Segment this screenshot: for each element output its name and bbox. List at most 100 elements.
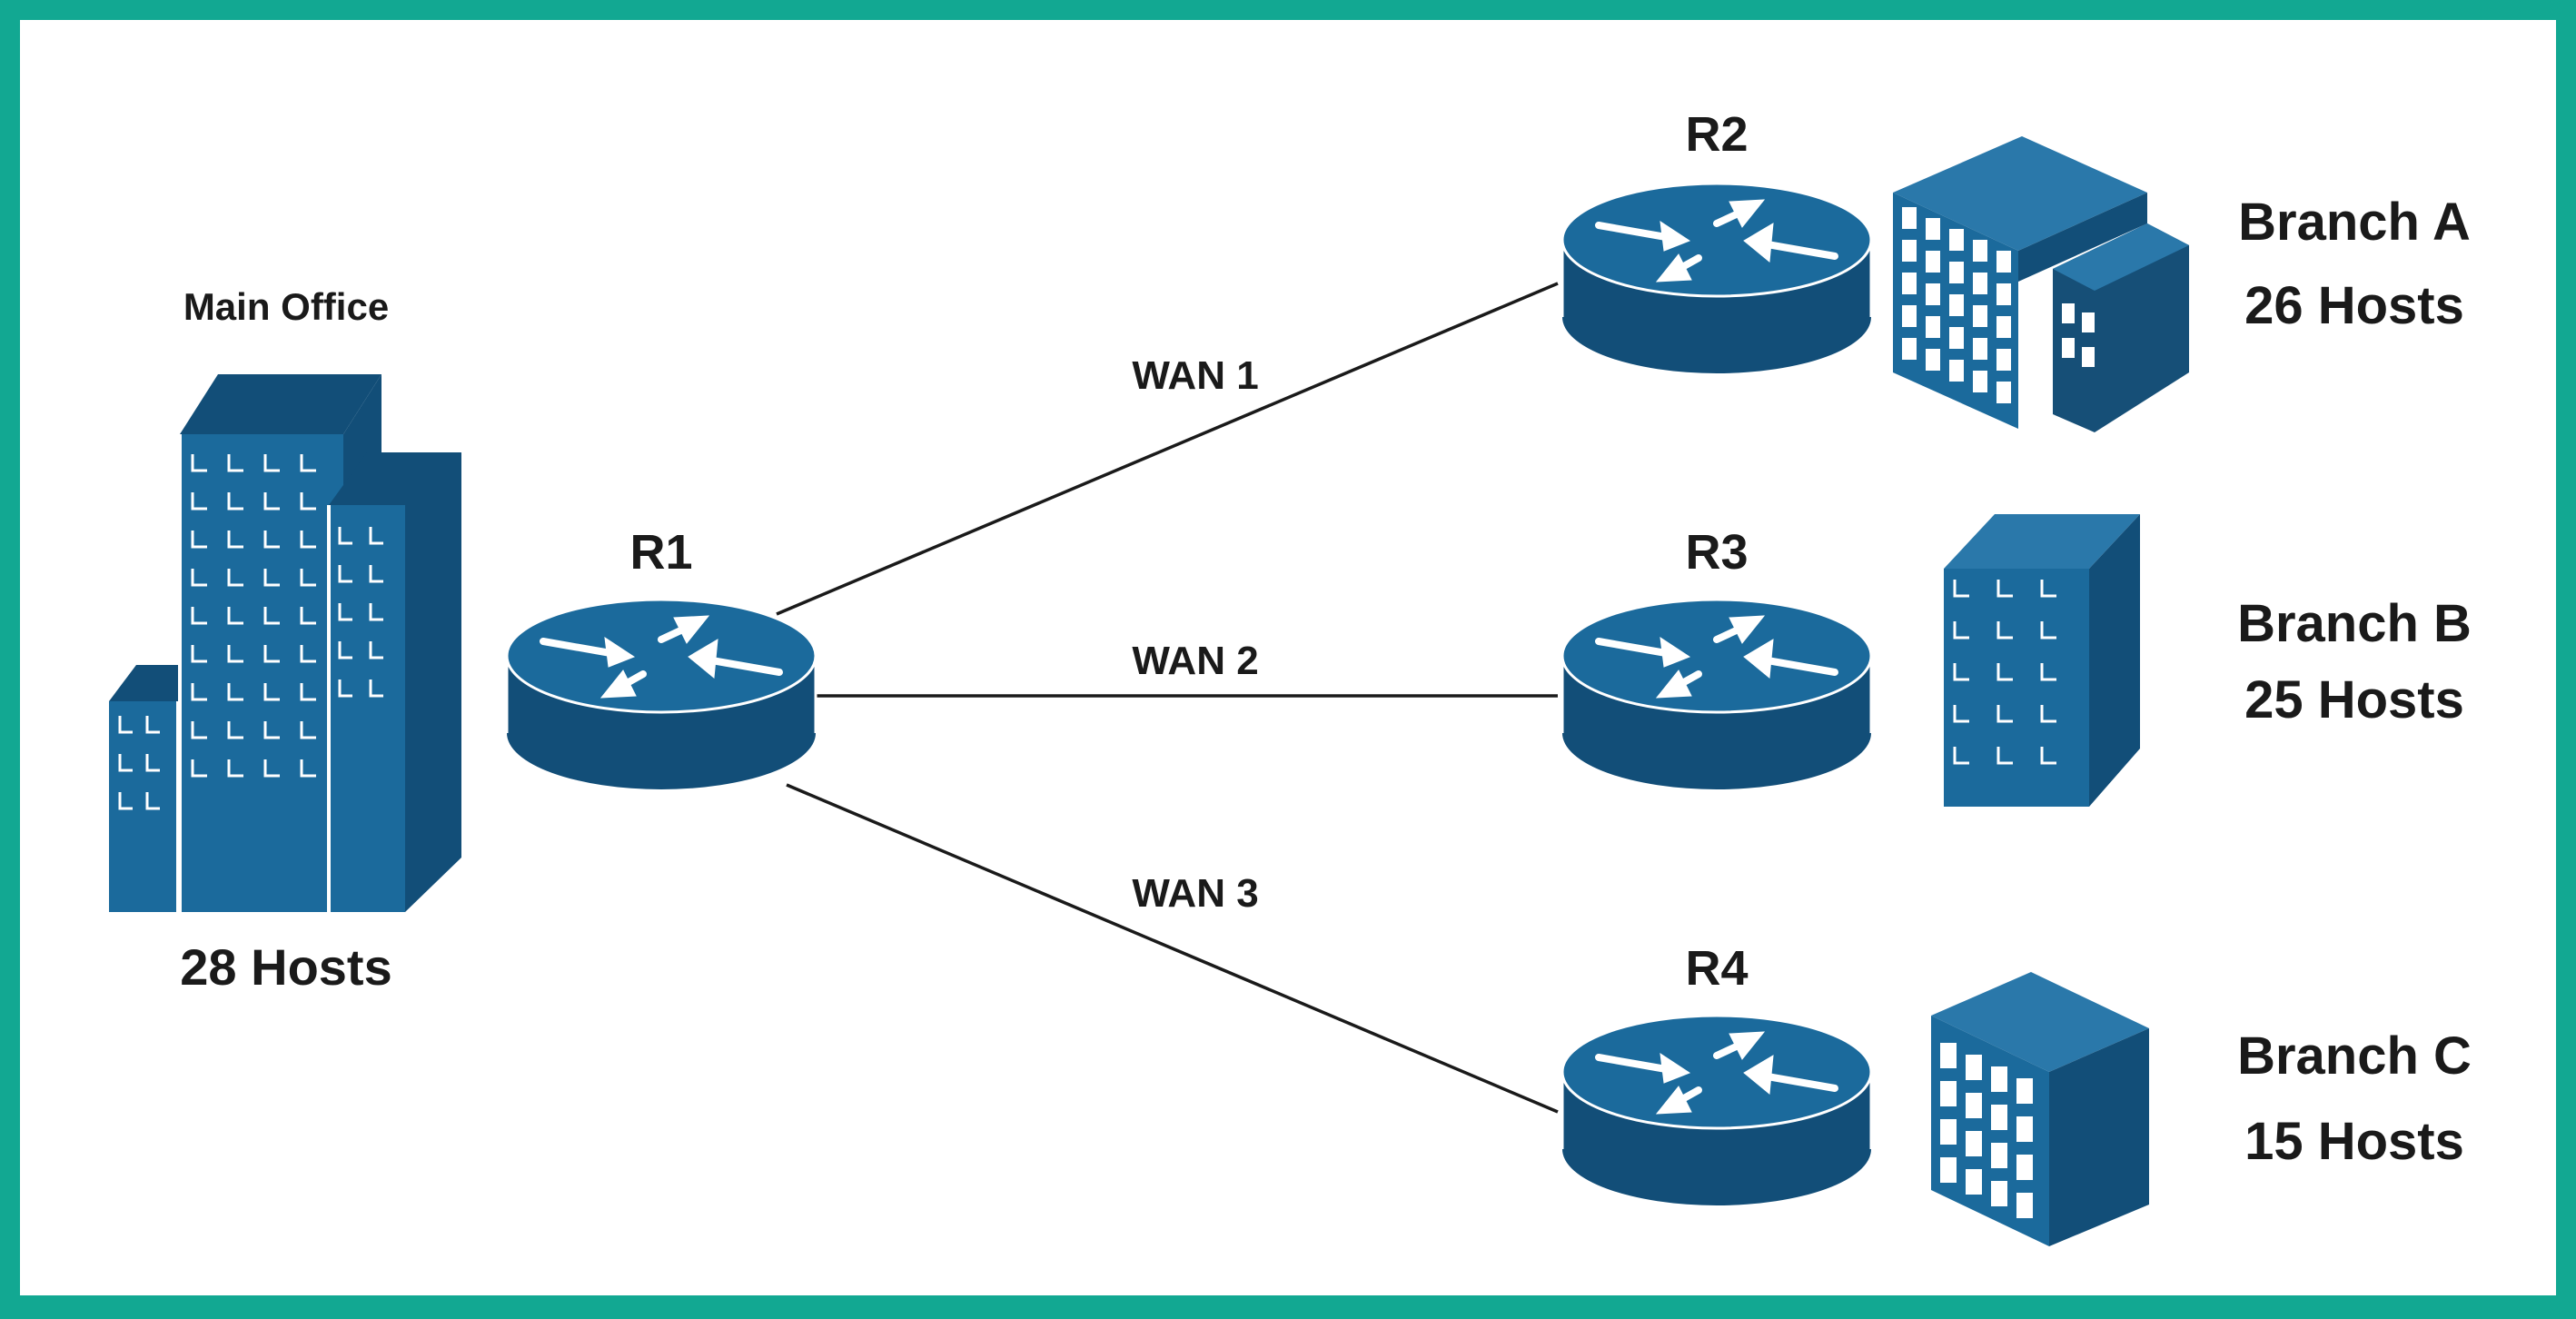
router-icon (1562, 183, 1871, 373)
window (369, 641, 383, 660)
window (2040, 621, 2056, 640)
router-label-r1: R1 (629, 525, 692, 580)
window (227, 721, 243, 739)
branch-a-hosts: 26 Hosts (2244, 276, 2464, 335)
router-r4[interactable] (1562, 1016, 1871, 1205)
link-wan-3 (786, 783, 1559, 1114)
window (1902, 273, 1917, 294)
window (1966, 1169, 1982, 1195)
router-icon (1562, 1016, 1871, 1205)
window (2040, 705, 2056, 723)
window (118, 716, 133, 734)
router-icon (1562, 600, 1871, 789)
window (1966, 1055, 1982, 1080)
window (1949, 229, 1964, 251)
window (1996, 621, 2013, 640)
window (1953, 580, 1969, 598)
window (1902, 207, 1917, 229)
window (191, 569, 207, 587)
window (263, 607, 280, 625)
window (1996, 705, 2013, 723)
window (227, 531, 243, 549)
window (1991, 1181, 2007, 1206)
window (300, 683, 316, 701)
window (191, 759, 207, 778)
window (1949, 327, 1964, 349)
window (1902, 305, 1917, 327)
window (191, 683, 207, 701)
branch-b-building-icon (1944, 514, 2140, 807)
window (227, 492, 243, 511)
window (263, 683, 280, 701)
window (1953, 621, 1969, 640)
window (2062, 338, 2075, 358)
wan-links (776, 282, 1559, 1114)
link-wan-1 (776, 282, 1559, 616)
window (1991, 1143, 2007, 1168)
window (2016, 1116, 2033, 1142)
window (1996, 663, 2013, 681)
window (1991, 1066, 2007, 1092)
window (338, 679, 352, 698)
link-label-wan-2: WAN 2 (1132, 639, 1258, 683)
window (2016, 1193, 2033, 1218)
window (1973, 240, 1987, 262)
window (227, 607, 243, 625)
window (227, 645, 243, 663)
window (369, 679, 383, 698)
main-office-title: Main Office (183, 285, 389, 328)
window (1996, 747, 2013, 765)
branch-b-name: Branch B (2237, 594, 2472, 653)
window (2082, 312, 2095, 332)
window (2082, 347, 2095, 367)
window (1902, 338, 1917, 360)
router-icon (507, 600, 816, 789)
window (1953, 705, 1969, 723)
branch-a-building-icon (1893, 136, 2189, 432)
window (2016, 1078, 2033, 1104)
window (300, 645, 316, 663)
window (300, 607, 316, 625)
window (118, 754, 133, 772)
window (191, 645, 207, 663)
window (1991, 1105, 2007, 1130)
window (2040, 663, 2056, 681)
router-label-r3: R3 (1685, 525, 1748, 580)
window (263, 454, 280, 472)
window (191, 531, 207, 549)
window (227, 569, 243, 587)
router-r2[interactable] (1562, 183, 1871, 373)
window (227, 759, 243, 778)
window (1949, 262, 1964, 283)
branch-a-name: Branch A (2238, 193, 2471, 252)
window (227, 454, 243, 472)
router-label-r4: R4 (1685, 941, 1748, 996)
window (1926, 283, 1940, 305)
window (1926, 251, 1940, 273)
window (1940, 1081, 1957, 1106)
branch-b-hosts: 25 Hosts (2244, 670, 2464, 729)
window (2040, 580, 2056, 598)
router-r3[interactable] (1562, 600, 1871, 789)
window (1953, 663, 1969, 681)
window (1973, 273, 1987, 294)
window (1926, 218, 1940, 240)
window (369, 565, 383, 583)
window (1973, 338, 1987, 360)
window (263, 759, 280, 778)
branch-c-building-icon (1931, 972, 2149, 1246)
router-r1[interactable] (507, 600, 816, 789)
window (338, 565, 352, 583)
window (300, 721, 316, 739)
window (338, 603, 352, 621)
window (145, 754, 160, 772)
branch-c-hosts: 15 Hosts (2244, 1112, 2464, 1171)
window (1940, 1119, 1957, 1145)
window (369, 527, 383, 545)
window (1996, 580, 2013, 598)
office-towers-icon (109, 374, 461, 912)
window (191, 607, 207, 625)
window (1996, 349, 2011, 371)
window (1996, 251, 2011, 273)
